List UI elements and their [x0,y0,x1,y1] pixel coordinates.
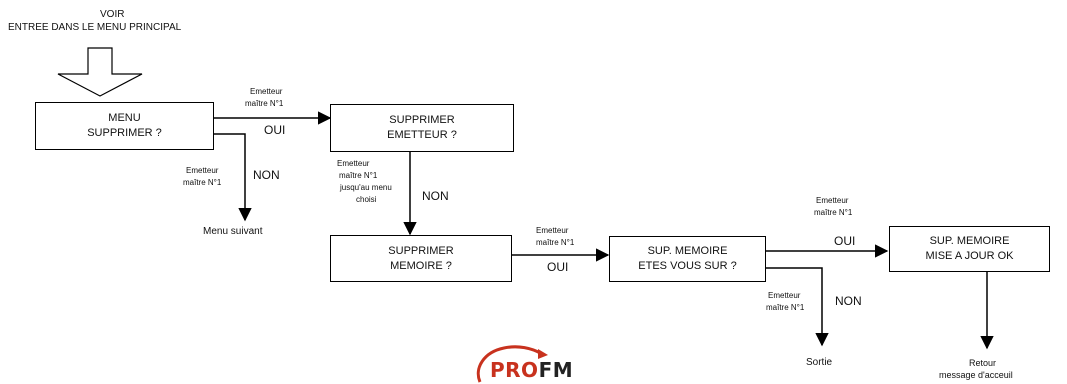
box-line: MISE A JOUR OK [925,250,1014,262]
label-emetteur: Emetteur [250,87,283,96]
label-maitre: maître N°1 [766,303,805,312]
box-menu-supprimer: MENU SUPPRIMER ? [35,102,214,150]
box-line: SUP. MEMOIRE [647,245,728,258]
logo-pro-text: PRO [490,358,539,382]
label-non: NON [835,294,862,308]
label-emetteur: Emetteur [816,196,849,205]
profm-logo-swoosh [476,345,548,383]
box-line: SUPPRIMER [389,114,455,127]
label-oui: OUI [834,234,856,248]
box-line: SUPPRIMER [388,244,454,257]
entry-label-voir: VOIR [100,9,125,20]
label-message-accueil: message d'acceuil [939,370,1013,380]
label-jusqu-au-menu: jusqu'au menu [340,183,392,192]
arrow-non-3 [766,267,829,347]
label-oui: OUI [264,123,286,137]
label-maitre: maître N°1 [339,171,378,180]
box-line: EMETTEUR ? [387,129,457,141]
label-non: NON [253,168,280,182]
label-emetteur: Emetteur [337,159,370,168]
label-non: NON [422,189,449,203]
box-line: MEMOIRE ? [390,259,452,272]
label-maitre: maître N°1 [814,208,853,217]
label-maitre: maître N°1 [536,238,575,247]
box-line: ETES VOUS SUR ? [638,260,737,272]
label-choisi: choisi [356,195,377,204]
label-emetteur: Emetteur [186,166,219,175]
label-emetteur: Emetteur [536,226,569,235]
label-maitre: maître N°1 [183,178,222,187]
label-oui: OUI [547,260,569,274]
label-emetteur: Emetteur [768,291,801,300]
box-sup-memoire-confirm: SUP. MEMOIRE ETES VOUS SUR ? [609,236,766,282]
box-sup-memoire-ok: SUP. MEMOIRE MISE A JOUR OK [889,226,1050,272]
box-line: SUP. MEMOIRE [929,235,1010,248]
label-menu-suivant: Menu suivant [203,226,263,237]
box-line: SUPPRIMER ? [87,127,162,139]
box-supprimer-memoire: SUPPRIMER MEMOIRE ? [330,235,512,282]
box-supprimer-emetteur: SUPPRIMER EMETTEUR ? [330,104,514,152]
label-maitre: maître N°1 [245,99,284,108]
label-sortie: Sortie [806,357,833,368]
profm-logo: PROFM [490,358,573,382]
logo-fm-text: FM [538,358,574,382]
arrow-non-1 [214,133,252,222]
box-line: MENU [108,112,141,125]
entry-label-menu-principal: ENTREE DANS LE MENU PRINCIPAL [8,22,182,33]
entry-arrow [57,47,143,97]
label-retour: Retour [969,358,997,368]
